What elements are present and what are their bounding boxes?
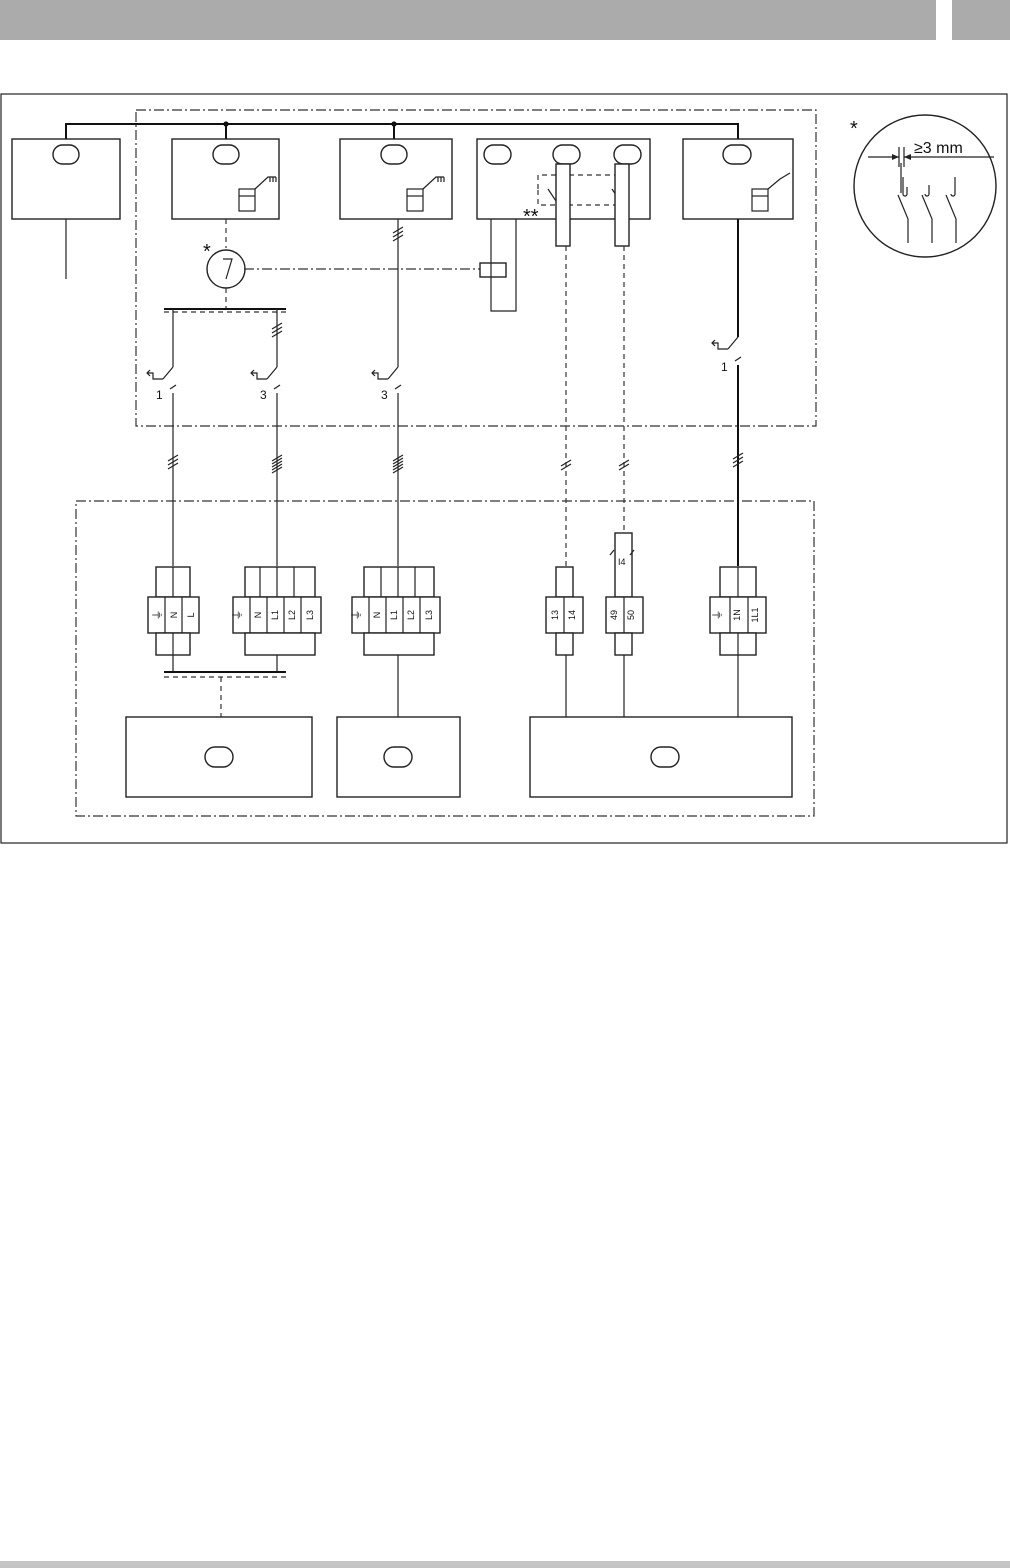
terminal-strip-2: ⏚ N L1 L2 L3	[231, 566, 322, 656]
component-label-oval	[722, 144, 752, 165]
component-label-oval	[483, 144, 512, 165]
switch-3: 3	[371, 366, 402, 402]
terminal-label: N	[372, 612, 382, 619]
breaker-symbol: *	[203, 219, 246, 309]
terminal-label: L3	[305, 610, 315, 620]
terminal-label: 49	[609, 610, 619, 620]
wiring	[172, 219, 739, 566]
terminal-strip-5: I4 49 50	[605, 532, 644, 656]
gap-label: ≥3 mm	[914, 140, 963, 157]
terminal-label: N	[169, 612, 179, 619]
detail-star-mark: *	[850, 118, 858, 140]
upper-enclosure	[135, 109, 817, 427]
distribution-bus	[164, 308, 286, 313]
appliance-label-oval	[383, 746, 413, 768]
pole-contacts	[897, 163, 957, 243]
contact-stars-mark: **	[523, 206, 539, 228]
component-label-oval	[212, 144, 240, 165]
terminal-label: N	[253, 612, 263, 619]
breaker-star-mark: *	[203, 241, 211, 263]
terminal-strip-4: 13 14	[545, 566, 584, 656]
component-label-oval	[52, 144, 80, 165]
component-box-5	[682, 138, 794, 220]
top-bus	[65, 121, 739, 139]
terminal-strip-3: ⏚ N L1 L2 L3	[350, 566, 441, 656]
header-bar	[0, 0, 936, 40]
terminal-label: 50	[626, 610, 636, 620]
terminal-label: 1L1	[750, 607, 760, 622]
terminal-strip-1: ⏚ N L	[147, 566, 200, 656]
terminal-strip-6: ⏚ 1N 1L1	[709, 566, 767, 656]
terminal-label: ⏚	[231, 610, 244, 621]
terminal-label: L2	[406, 610, 416, 620]
component-box-3	[339, 138, 453, 220]
lower-bus	[164, 655, 286, 717]
terminal-label: 1N	[732, 609, 742, 621]
terminal-label: ⏚	[151, 610, 164, 621]
cable-number: 3	[260, 388, 267, 402]
conductor-marks	[167, 226, 744, 474]
terminal-label: ⏚	[350, 610, 363, 621]
cable-number: 1	[156, 388, 163, 402]
terminal-label: 14	[567, 610, 577, 620]
lower-enclosure	[75, 500, 815, 817]
component-box-4: **	[476, 138, 651, 247]
terminal-label: L1	[389, 610, 399, 620]
trip-relay	[479, 219, 517, 312]
appliance-box-3	[529, 716, 793, 798]
component-box-1	[11, 138, 121, 279]
bottom-wiring	[397, 655, 739, 717]
terminal-label: 13	[550, 610, 560, 620]
wiring-diagram: ** *	[0, 93, 1008, 844]
appliance-box-2	[336, 716, 461, 798]
detail-circle: * ≥3 mm	[850, 114, 997, 258]
header-tab	[952, 0, 1010, 40]
appliance-label-oval	[650, 746, 680, 768]
cable-number: 3	[381, 388, 388, 402]
component-label-oval	[613, 144, 642, 165]
component-label-oval	[552, 144, 581, 165]
footer-bar	[0, 1561, 1010, 1568]
terminal-label: ⏚	[711, 610, 724, 621]
terminal-label: L1	[270, 610, 280, 620]
component-box-2	[171, 138, 280, 220]
component-label-oval	[380, 144, 408, 165]
switch-5: 1	[711, 336, 742, 374]
terminal-top-label: I4	[618, 557, 626, 567]
appliance-label-oval	[204, 746, 234, 768]
switch-2: 3	[250, 366, 281, 402]
appliance-box-1	[125, 716, 313, 798]
terminal-label: L	[186, 612, 196, 617]
diagram-frame	[0, 93, 1008, 844]
switch-1: 1	[146, 366, 177, 402]
terminal-label: L2	[287, 610, 297, 620]
cable-number: 1	[721, 360, 728, 374]
terminal-label: L3	[424, 610, 434, 620]
